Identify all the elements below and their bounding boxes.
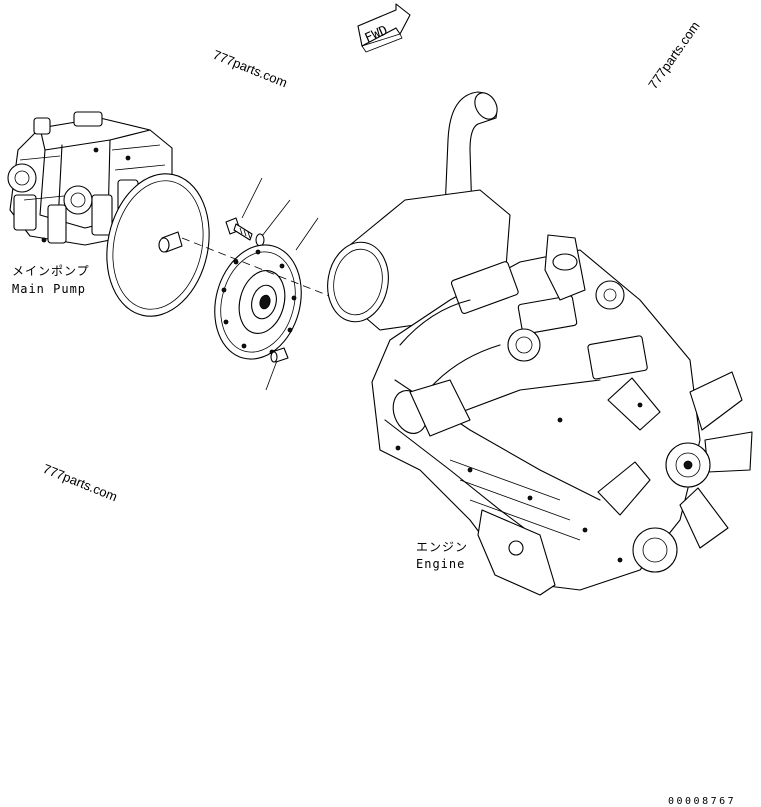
main-pump-label-jp: メインポンプ — [12, 264, 90, 278]
damper-disc-part — [214, 244, 302, 360]
watermark-top-left: 777parts.com — [211, 47, 290, 90]
engine-illustration — [327, 91, 753, 596]
main-pump-label-en: Main Pump — [12, 282, 86, 296]
main-pump-illustration — [7, 111, 210, 317]
watermark-bottom-left: 777parts.com — [41, 461, 120, 504]
engine-label-jp: エンジン — [416, 540, 468, 554]
leader-line-pin — [265, 357, 279, 391]
bolt-part — [225, 217, 253, 241]
forward-arrow-icon: FWD — [357, 3, 411, 53]
leader-line-damper — [295, 217, 319, 251]
drawing-code: 00008767 — [668, 796, 736, 807]
washer-part — [255, 233, 265, 247]
watermark-top-right: 777parts.com — [645, 19, 702, 92]
engine-label-en: Engine — [416, 557, 465, 571]
leader-line-washer — [261, 199, 291, 237]
pin-part — [270, 347, 289, 363]
leader-line-bolt — [241, 177, 263, 219]
